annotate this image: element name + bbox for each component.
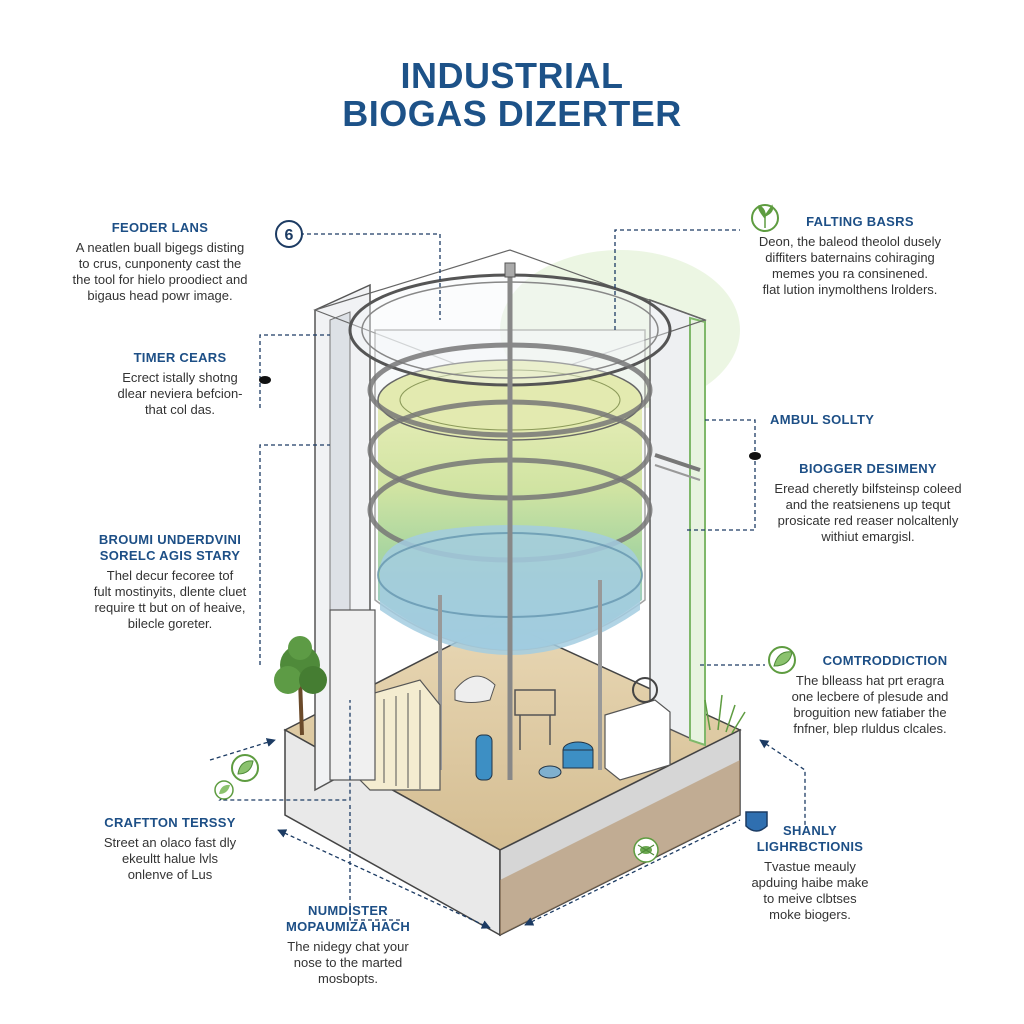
equipment	[329, 609, 671, 791]
callout-heading: COMTRODDICTION	[822, 653, 948, 668]
callout-text: that col das.	[144, 402, 216, 417]
callout-heading: AMBUL SOLLTY	[770, 412, 875, 427]
callout-text: apduing haibe make	[751, 875, 869, 890]
callout-broumi-underdvini: BROUMI UNDERDVINI SORELC AGIS STARY Thel…	[75, 532, 265, 632]
callout-heading: CRAFTTON TERSSY	[104, 815, 236, 830]
callout-text: Tvastue meauly	[764, 859, 856, 874]
shield-icon	[745, 811, 768, 832]
callout-text: to meive clbtses	[763, 891, 857, 906]
plant-icon	[751, 204, 779, 232]
marker-6-icon: 6	[275, 220, 303, 248]
callout-heading: MOPAUMIZA HACH	[285, 919, 411, 934]
callout-text: prosicate red reaser nolcaltenly	[777, 513, 959, 528]
callout-heading: SHANLY	[782, 823, 838, 838]
callout-text: The nidegy chat your	[287, 939, 409, 954]
callout-text: Deon, the baleod theolol dusely	[758, 234, 942, 249]
callout-text: A neatlen buall bigegs disting	[75, 240, 245, 255]
callout-text: Thel decur fecoree tof	[106, 568, 234, 583]
callout-text: one lecbere of plesude and	[791, 689, 949, 704]
callout-heading: LIGHRBCTIONIS	[756, 839, 864, 854]
callout-text: flat lution inymolthens lrolders.	[762, 282, 938, 297]
callout-text: memes you ra consinened.	[771, 266, 929, 281]
grass	[704, 694, 746, 734]
dot-icon	[259, 376, 271, 384]
leaf-icon	[768, 646, 796, 674]
callout-heading: TIMER CEARS	[133, 350, 227, 365]
callout-text: broguition new fatiaber the	[793, 705, 947, 720]
callout-text: the tool for hielo proodiect and	[72, 272, 248, 287]
callout-text: The blleass hat prt eragra	[795, 673, 945, 688]
callout-biogger-desimeny: BIOGGER DESIMENY Eread cheretly bilfstei…	[758, 461, 978, 545]
svg-text:6: 6	[285, 227, 294, 244]
callout-falting-basrs: FALTING BASRS Deon, the baleod theolol d…	[740, 214, 960, 298]
leaf-icon	[214, 780, 234, 800]
callout-text: nose to the marted	[293, 955, 403, 970]
callout-heading: FALTING BASRS	[806, 214, 914, 229]
callout-text: and the reatsienens up tequt	[785, 497, 951, 512]
callout-text: fnfner, blep rluldus clcales.	[793, 721, 947, 736]
callout-timer-cears: TIMER CEARS Ecrect istally shotng dlear …	[95, 350, 265, 418]
digester-tank	[348, 262, 672, 780]
callout-text: fult mostinyits, dlente cluet	[93, 584, 247, 599]
callout-heading: SORELC AGIS STARY	[99, 548, 241, 563]
callout-text: bigaus head powr image.	[87, 288, 233, 303]
callout-text: to crus, cunponenty cast the	[78, 256, 242, 271]
leader-lines	[209, 229, 806, 929]
callout-text: withiut emargisl.	[821, 529, 915, 544]
callout-text: bilecle goreter.	[127, 616, 213, 631]
bug-icon	[633, 837, 659, 863]
callout-text: require tt but on of heaive,	[94, 600, 246, 615]
callout-shanly-lighrbctionis: SHANLY LIGHRBCTIONIS Tvastue meauly apdu…	[735, 823, 885, 923]
callout-craftton-terssy: CRAFTTON TERSSY Street an olaco fast dly…	[85, 815, 255, 883]
dot-icon	[749, 452, 761, 460]
callout-text: dlear neviera befcion-	[117, 386, 243, 401]
callout-heading: NUMDISTER	[308, 903, 388, 918]
callout-text: ekeultt halue lvls	[121, 851, 219, 866]
callout-text: Ecrect istally shotng	[122, 370, 238, 385]
callout-numdister: NUMDISTER MOPAUMIZA HACH The nidegy chat…	[268, 903, 428, 987]
callout-heading: BROUMI UNDERDVINI	[98, 532, 242, 547]
callout-text: Street an olaco fast dly	[103, 835, 237, 850]
callout-text: mosbopts.	[318, 971, 378, 986]
callout-comtroddiction: COMTRODDICTION The blleass hat prt eragr…	[770, 653, 970, 737]
callout-heading: FEODER LANS	[111, 220, 209, 235]
callout-text: diffiters baternains cohiraging	[765, 250, 935, 265]
leaf-icon	[231, 754, 259, 782]
callout-ambul-sollty: AMBUL SOLLTY	[770, 412, 930, 432]
title-line-2: BIOGAS DIZERTER	[342, 93, 682, 134]
callout-feeder-lans: FEODER LANS A neatlen buall bigegs disti…	[55, 220, 265, 304]
callout-text: Eread cheretly bilfsteinsp coleed	[774, 481, 962, 496]
tree	[274, 636, 327, 736]
callout-text: onlenve of Lus	[127, 867, 213, 882]
title-line-1: INDUSTRIAL	[400, 55, 624, 96]
callout-text: moke biogers.	[769, 907, 851, 922]
callout-heading: BIOGGER DESIMENY	[799, 461, 937, 476]
